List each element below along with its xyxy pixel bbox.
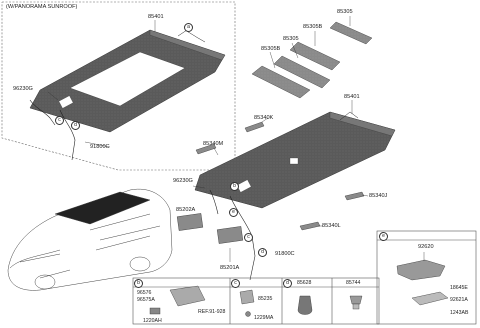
label-1220AH: 1220AH	[143, 318, 162, 324]
label-92621A: 92621A	[450, 297, 468, 303]
label-91800C-mid: 91800C	[275, 251, 295, 257]
label-85202A: 85202A	[176, 207, 196, 213]
vehicle-illustration	[7, 188, 173, 291]
panel-d-letter: d	[283, 279, 292, 288]
part-85340J	[344, 191, 365, 201]
label-96576: 96576	[137, 290, 152, 296]
headliner-standard	[194, 111, 396, 281]
panel-b-letter: b	[134, 279, 143, 288]
panel-b-parts	[149, 285, 206, 315]
label-85340K: 85340K	[254, 115, 274, 121]
label-18645E: 18645E	[450, 285, 468, 291]
label-85305-a: 85305	[337, 9, 353, 15]
callout-d-mid: d	[258, 248, 267, 257]
label-92620: 92620	[418, 244, 434, 250]
label-85340L: 85340L	[322, 223, 341, 229]
part-85340K	[244, 121, 265, 133]
label-91800C-top: 91800C	[90, 144, 110, 150]
label-96230G-top: 96230G	[13, 86, 33, 92]
callout-c-mid: c	[244, 233, 253, 242]
ref-91-928: REF.91-928	[198, 309, 226, 315]
part-85744-clip	[349, 295, 363, 310]
label-85401-mid: 85401	[344, 94, 360, 100]
label-85340M: 85340M	[203, 141, 224, 147]
label-85401-top: 85401	[148, 14, 164, 20]
sun-visor-85201A	[216, 226, 244, 244]
label-85628: 85628	[297, 280, 312, 286]
panel-c-parts	[239, 289, 255, 317]
callout-d-top: d	[71, 121, 80, 130]
label-85744: 85744	[346, 280, 361, 286]
callout-c-top: c	[55, 116, 64, 125]
label-85201A: 85201A	[220, 265, 240, 271]
callout-b-mid: b	[230, 182, 239, 191]
label-96575A: 96575A	[137, 297, 155, 303]
part-85340L	[299, 221, 321, 231]
sun-visor-85202A	[176, 213, 204, 231]
label-85305B-a: 85305B	[303, 24, 323, 30]
headliner-panorama	[29, 27, 226, 161]
sunroof-panels	[251, 21, 373, 99]
part-85340M	[195, 143, 217, 155]
panel-c-letter: c	[231, 279, 240, 288]
overhead-console-lamp	[396, 252, 449, 306]
panel-e-letter: e	[379, 232, 388, 241]
panel-d-clip	[297, 295, 313, 315]
panorama-frame	[1, 1, 236, 171]
callout-a-top: a	[184, 23, 193, 32]
label-85305B-b: 85305B	[261, 46, 281, 52]
label-85305-b: 85305	[283, 36, 299, 42]
panorama-caption: (W/PANORAMA SUNROOF)	[6, 4, 78, 10]
label-1243AB: 1243AB	[450, 310, 469, 316]
callout-e-mid: e	[229, 208, 238, 217]
label-96230G-mid: 96230G	[173, 178, 193, 184]
label-85235: 85235	[258, 296, 273, 302]
label-1229MA: 1229MA	[254, 315, 274, 321]
label-85340J: 85340J	[369, 193, 388, 199]
